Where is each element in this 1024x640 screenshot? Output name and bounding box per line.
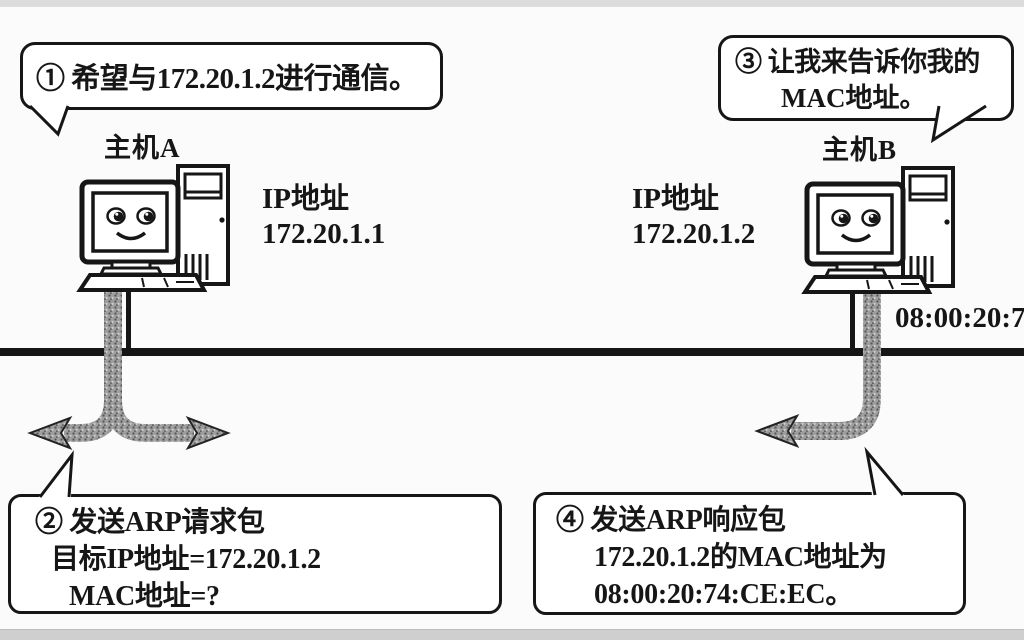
top-edge-strip — [0, 0, 1024, 7]
computer-icon-host-a — [76, 162, 236, 294]
host-a-ip-block: IP地址 172.20.1.1 — [262, 182, 385, 252]
callout-step2-line2: 目标IP地址=172.20.1.2 — [51, 544, 321, 575]
host-a-ip-value: 172.20.1.1 — [262, 218, 386, 250]
callout-step2-box: ② 发送ARP请求包 目标IP地址=172.20.1.2 MAC地址=? — [8, 494, 502, 614]
host-b-label: 主机B — [822, 135, 898, 165]
network-bus-line — [0, 348, 1024, 356]
callout-step2-line1: ② 发送ARP请求包 — [35, 507, 265, 538]
computer-icon-host-b — [801, 164, 961, 296]
host-a-ip-caption: IP地址 — [262, 183, 350, 215]
host-a-label: 主机A — [104, 133, 181, 163]
arrowhead-left-icon — [754, 414, 800, 448]
callout-step4-box: ④ 发送ARP响应包 172.20.1.2的MAC地址为 08:00:20:74… — [533, 492, 966, 615]
arp-reply-arrow — [754, 288, 881, 448]
arrowhead-right-icon — [185, 416, 231, 450]
host-b-ip-block: IP地址 172.20.1.2 — [632, 182, 755, 252]
host-b-drop-cable — [850, 288, 855, 350]
callout-step1-bubble: ① 希望与172.20.1.2进行通信。 — [20, 42, 443, 110]
callout-step4-line1: ④ 发送ARP响应包 — [556, 505, 786, 536]
host-b-mac-clipped-text: 08:00:20:7 — [895, 302, 1024, 334]
host-b-ip-value: 172.20.1.2 — [632, 218, 756, 250]
callout-step3-line1: ③ 让我来告诉你我的 — [735, 47, 980, 77]
host-b-ip-caption: IP地址 — [632, 183, 720, 215]
callout-step2-line3: MAC地址=? — [69, 581, 220, 612]
callout-step3-line2: MAC地址。 — [781, 83, 927, 113]
callout-step4-line2: 172.20.1.2的MAC地址为 — [594, 542, 887, 573]
arrowhead-left-icon — [27, 416, 73, 450]
host-a-drop-cable — [126, 288, 131, 350]
bottom-edge-strip — [0, 629, 1024, 640]
callout-step3-bubble: ③ 让我来告诉你我的 MAC地址。 — [718, 35, 1014, 121]
callout-step4-line3: 08:00:20:74:CE:EC。 — [594, 579, 854, 610]
callout-step1-text: ① 希望与172.20.1.2进行通信。 — [36, 63, 418, 95]
arp-request-broadcast-arrow — [27, 288, 231, 450]
